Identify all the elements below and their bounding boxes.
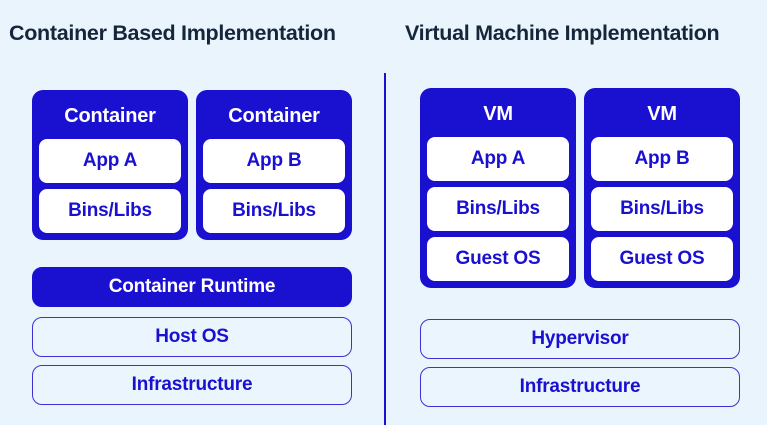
container-card-2-title: Container (228, 105, 320, 127)
container-cards-row: Container App A Bins/Libs Container App … (32, 90, 352, 240)
hypervisor-bar: Hypervisor (420, 319, 740, 359)
vm-card-1-title: VM (483, 103, 513, 125)
vm-cards-row: VM App A Bins/Libs Guest OS VM App B Bin… (420, 88, 740, 288)
container-card-2-binslibs: Bins/Libs (203, 189, 345, 233)
virtual-machine-implementation-panel: Virtual Machine Implementation VM App A … (385, 0, 767, 425)
container-card-2-app: App B (203, 139, 345, 183)
vm-card-2: VM App B Bins/Libs Guest OS (584, 88, 740, 288)
vm-card-1: VM App A Bins/Libs Guest OS (420, 88, 576, 288)
container-implementation-panel: Container Based Implementation Container… (9, 21, 352, 405)
vm-card-2-binslibs: Bins/Libs (591, 187, 733, 231)
container-card-1-binslibs: Bins/Libs (39, 189, 181, 233)
vm-card-2-title: VM (647, 103, 677, 125)
vm-card-1-binslibs: Bins/Libs (427, 187, 569, 231)
container-card-1: Container App A Bins/Libs (32, 90, 188, 240)
vm-card-1-guest-os: Guest OS (427, 237, 569, 281)
container-card-1-title: Container (64, 105, 156, 127)
container-card-2: Container App B Bins/Libs (196, 90, 352, 240)
vm-card-1-app: App A (427, 137, 569, 181)
right-panel-title: Virtual Machine Implementation (405, 21, 720, 45)
left-infrastructure-bar: Infrastructure (32, 365, 352, 405)
vm-card-2-guest-os: Guest OS (591, 237, 733, 281)
container-runtime-bar: Container Runtime (32, 267, 352, 307)
right-infrastructure-bar: Infrastructure (420, 367, 740, 407)
container-card-1-app: App A (39, 139, 181, 183)
host-os-bar: Host OS (32, 317, 352, 357)
vm-card-2-app: App B (591, 137, 733, 181)
panel-divider (384, 73, 386, 425)
left-panel-title: Container Based Implementation (9, 21, 336, 45)
